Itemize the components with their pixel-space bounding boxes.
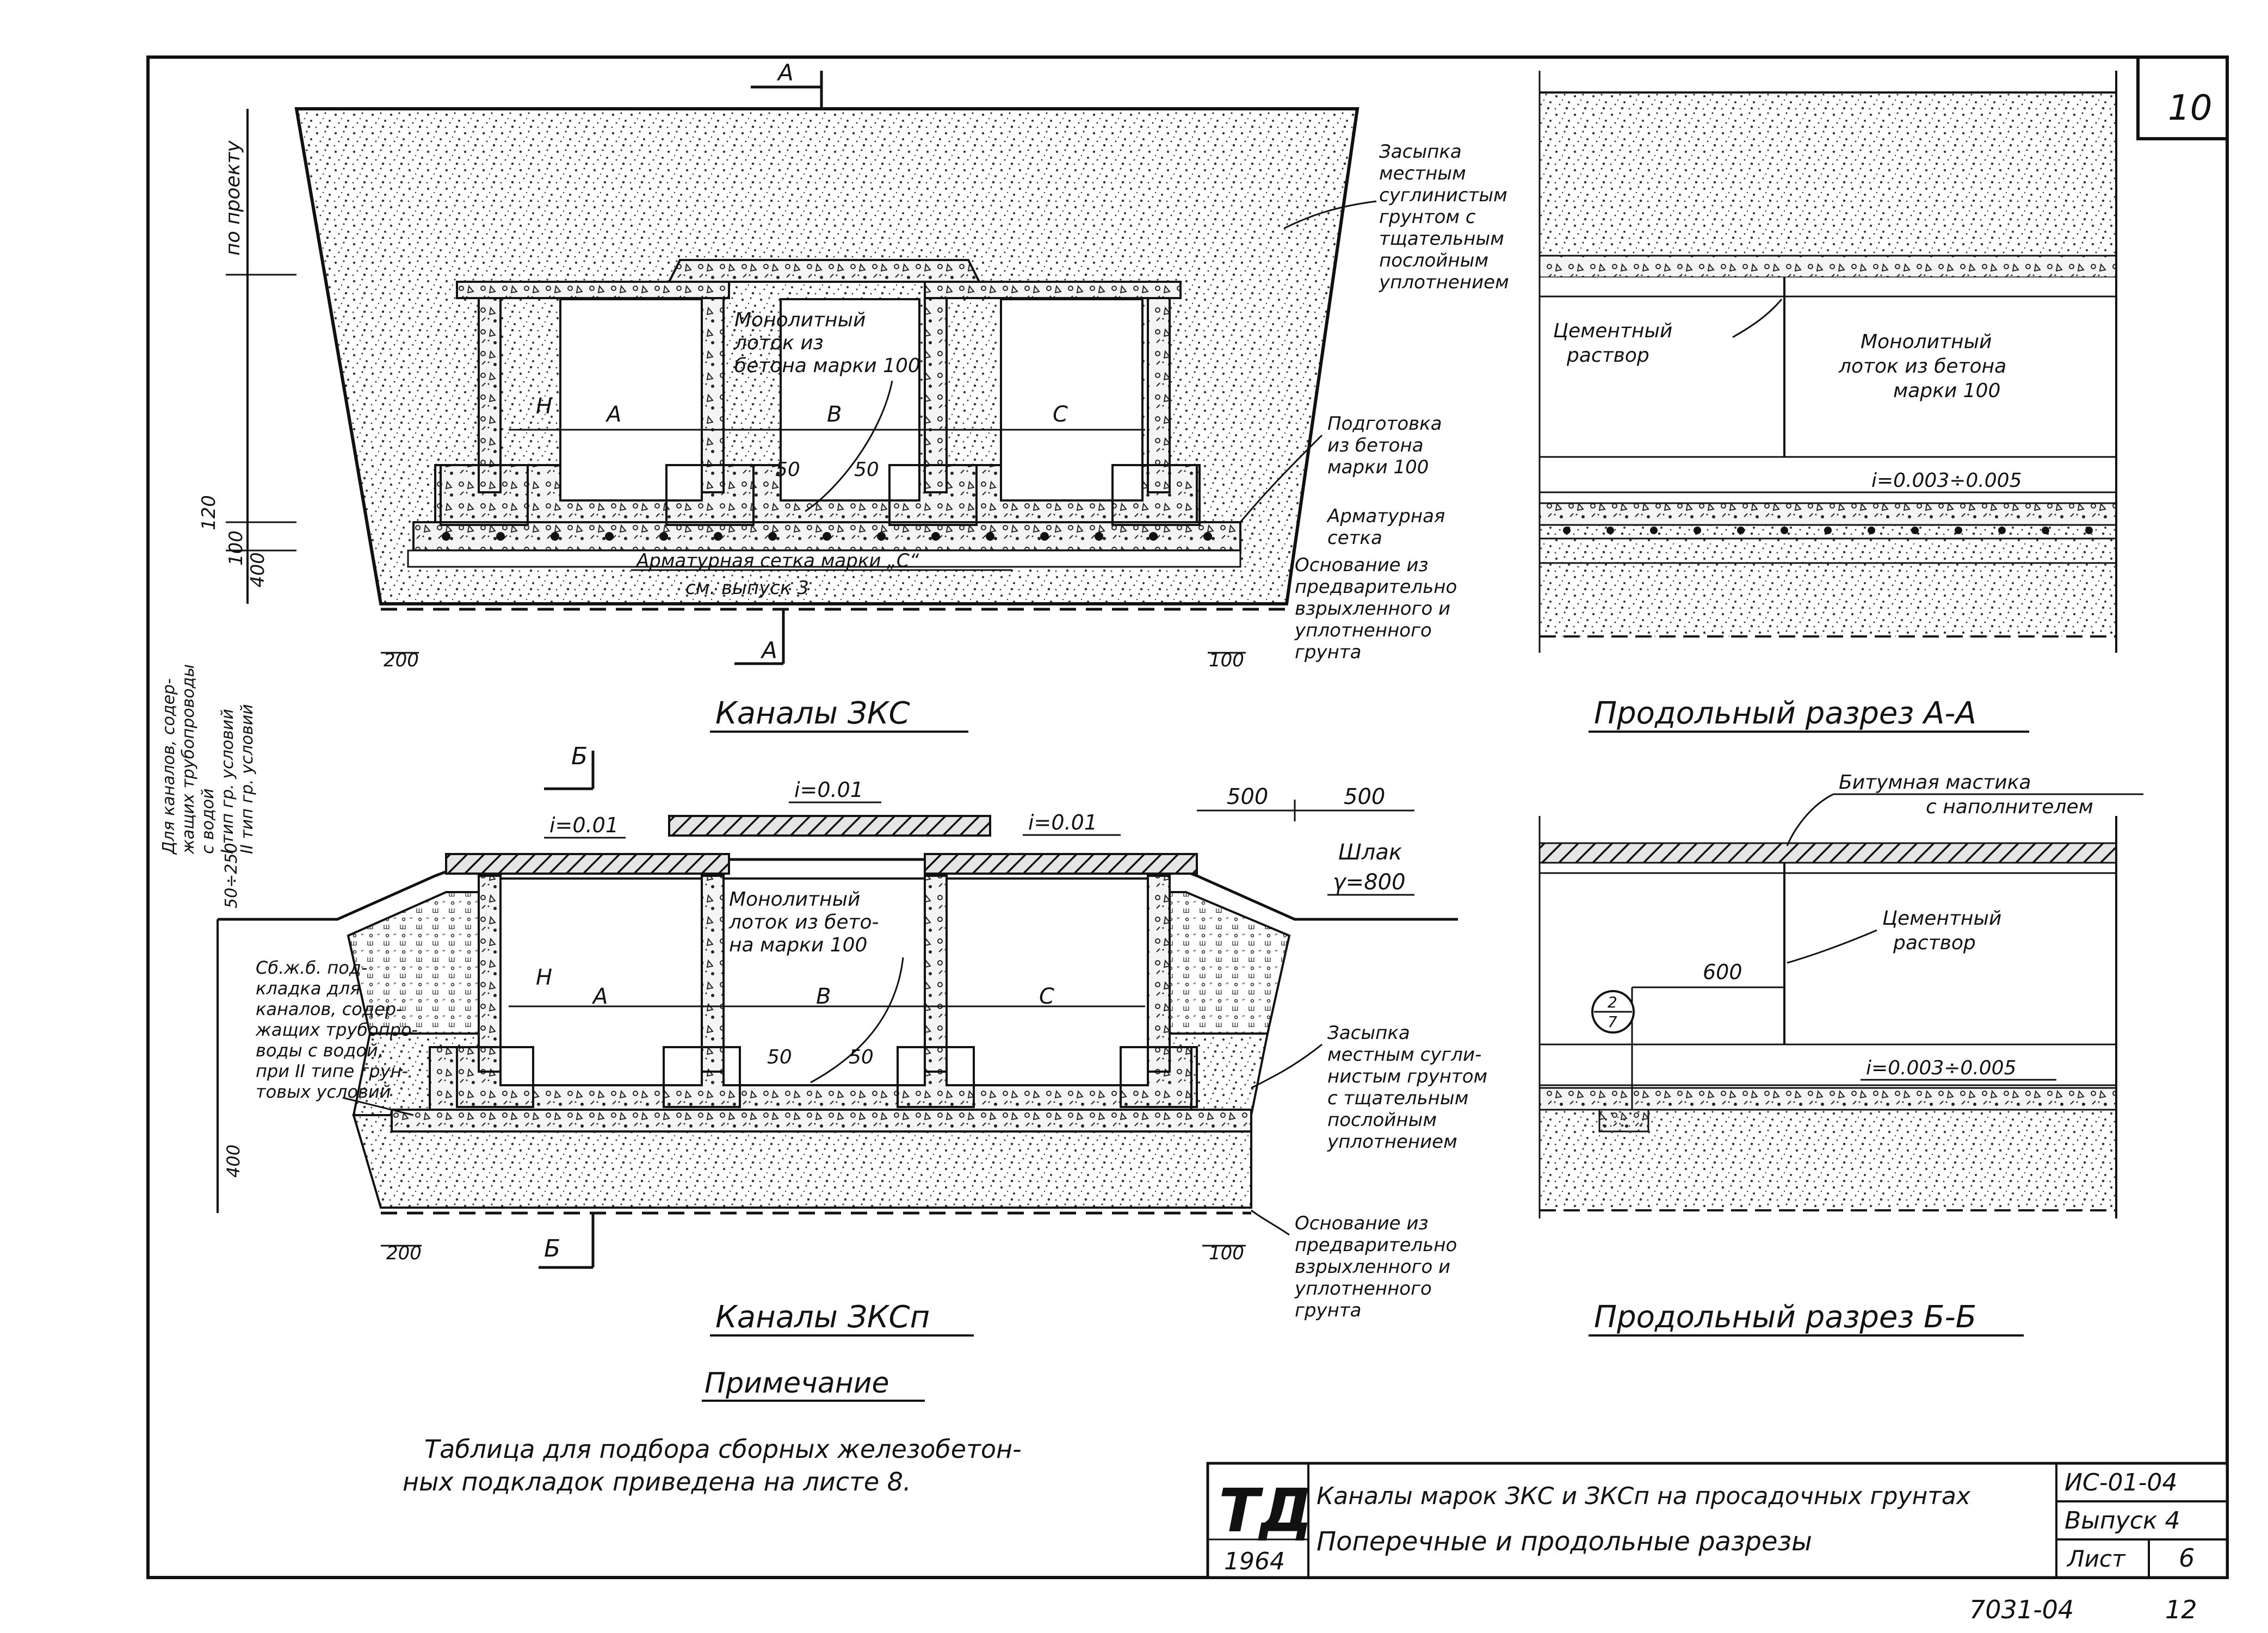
dim-top-100: 100	[225, 530, 247, 566]
bb-callout-top: 2	[1608, 993, 1617, 1011]
bottom-dim-500-b: 500	[1344, 784, 1385, 809]
bottom-dim-100: 100	[1209, 1242, 1244, 1264]
bottom-slope-left: i=0.01	[549, 813, 619, 837]
bottom-dim-50-b: 50	[849, 1046, 874, 1068]
top-cell-b: В	[827, 402, 842, 427]
title-block-sheet-value: 6	[2179, 1543, 2195, 1573]
top-cell-a: А	[605, 402, 621, 427]
bottom-gamma: γ=800	[1333, 870, 1406, 895]
bottom-note-pad: Сб.ж.б. под- кладка для каналов, содер- …	[255, 957, 423, 1102]
title-block: ТД 1964 Каналы марок ЗКС и ЗКСп на проса…	[1206, 1462, 2229, 1579]
top-note-monolith: Монолитный лоток из бетона марки 100	[734, 309, 920, 377]
title-block-title-1: Каналы марок ЗКС и ЗКСп на просадочных г…	[1317, 1482, 1971, 1510]
aa-slope: i=0.003÷0.005	[1871, 469, 2022, 492]
bottom-note-monolith: Монолитный лоток из бето- на марки 100	[728, 888, 885, 956]
top-note-base: Основание из предварительно взрыхленного…	[1294, 554, 1463, 663]
top-note-mesh: Арматурная сетка	[1326, 505, 1451, 549]
note-text: Таблица для подбора сборных железобетон-…	[403, 1434, 1029, 1496]
note-block: Примечание Таблица для подбора сборных ж…	[403, 1367, 1029, 1496]
title-block-code: ИС-01-04	[2065, 1469, 2177, 1496]
bb-slope: i=0.003÷0.005	[1866, 1057, 2016, 1079]
dim-top-100-right: 100	[1209, 650, 1244, 671]
bottom-note-base: Основание из предварительно взрыхленного…	[1294, 1213, 1463, 1321]
left-side-note: Для каналов, содер- жащих трубопроводы с…	[159, 659, 257, 855]
bottom-dim-500-a: 500	[1227, 784, 1268, 809]
bottom-section-title: Каналы ЗКСп	[715, 1300, 930, 1335]
top-dim-h: Н	[536, 394, 552, 419]
bottom-dim-50-a: 50	[767, 1046, 792, 1068]
title-block-year: 1964	[1224, 1548, 1285, 1575]
bb-cement: Цементный раствор	[1882, 907, 2008, 954]
top-section-title: Каналы ЗКС	[715, 696, 910, 731]
top-note-backfill: Засыпка местным суглинистым грунтом с тщ…	[1379, 141, 1513, 293]
aa-section-title: Продольный разрез А-А	[1594, 696, 1976, 731]
bottom-slope-right: i=0.01	[1028, 811, 1097, 834]
sheet-frame	[146, 55, 2229, 1579]
bottom-slag: Шлак	[1338, 840, 1402, 865]
top-dim-50-b: 50	[854, 459, 879, 481]
dim-top-400: 400	[247, 552, 269, 587]
title-block-sheet-label: Лист	[2066, 1545, 2126, 1572]
bb-dim-600: 600	[1703, 960, 1742, 984]
title-block-issue: Выпуск 4	[2065, 1507, 2180, 1535]
bottom-cell-b: В	[816, 984, 831, 1009]
footer-doc-number: 7031-04	[1969, 1595, 2074, 1624]
bottom-dim-400: 400	[223, 1145, 244, 1178]
bottom-dim-200: 200	[386, 1242, 422, 1264]
bottom-dim-50-250: 50÷250	[222, 843, 241, 908]
sheet-number: 10	[2168, 88, 2212, 128]
bottom-note-backfill: Засыпка местным сугли- нистым грунтом с …	[1327, 1022, 1493, 1153]
bottom-dim-h: Н	[536, 965, 552, 990]
section-aa: Цементный раствор Монолитный лоток из бе…	[1538, 71, 2117, 733]
top-cell-c: С	[1053, 402, 1068, 427]
section-b-marker-top: Б	[571, 743, 588, 770]
top-cross-section: А А по проекту 120 100 400 200 100 Н А В…	[198, 59, 1513, 733]
bottom-cell-c: С	[1039, 984, 1054, 1009]
top-note-mesh-mark: Арматурная сетка марки „С“ см. выпуск 3	[635, 550, 925, 599]
section-bb: Битумная мастика с наполнителем Цементны…	[1538, 771, 2143, 1337]
section-b-marker-bottom: Б	[544, 1235, 560, 1263]
top-note-prep: Подготовка из бетона марки 100	[1327, 413, 1448, 478]
sheet-number-box	[2136, 55, 2229, 140]
bb-section-title: Продольный разрез Б-Б	[1594, 1300, 1976, 1335]
bb-mastic: Битумная мастика с наполнителем	[1839, 771, 2093, 818]
bottom-cross-section: Б Б i=0.01 i=0.01 i=0.01 500 500 Шлак γ=…	[217, 743, 1493, 1337]
section-a-marker-bottom: А	[760, 637, 777, 664]
bottom-slope-mid: i=0.01	[794, 778, 863, 802]
section-a-marker-top: А	[776, 59, 794, 86]
title-block-title-2: Поперечные и продольные разрезы	[1317, 1526, 1812, 1557]
note-title: Примечание	[704, 1367, 889, 1400]
dim-top-200: 200	[384, 650, 419, 671]
aa-cement: Цементный раствор	[1553, 320, 1679, 367]
title-block-logo: ТД	[1219, 1476, 1313, 1545]
dim-top-120: 120	[198, 495, 220, 530]
bb-callout-bottom: 7	[1608, 1013, 1617, 1031]
aa-monolith: Монолитный лоток из бетона марки 100	[1838, 331, 2013, 402]
dim-top-design: по проекту	[222, 140, 244, 256]
footer-page: 12	[2165, 1595, 2197, 1624]
top-dim-50-a: 50	[775, 459, 800, 481]
bottom-cell-a: А	[591, 984, 608, 1009]
